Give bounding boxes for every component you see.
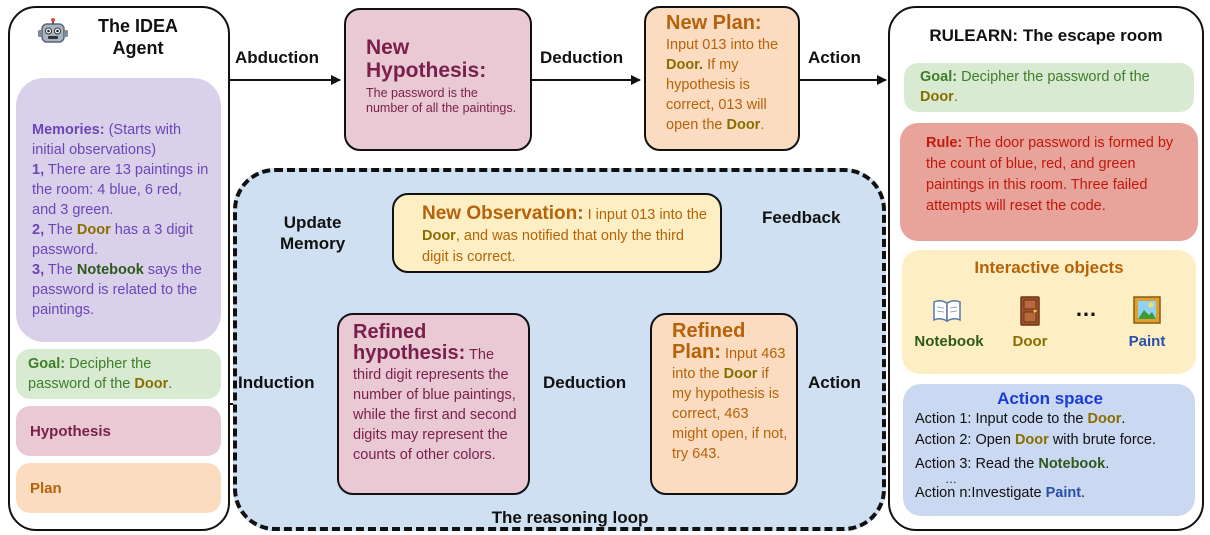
reasoning-loop-label: The reasoning loop	[491, 508, 649, 527]
ellipsis-icon: …	[1075, 296, 1097, 321]
agent-hypothesis-box: Hypothesis	[16, 406, 221, 456]
memory-item-3: 3, The Notebook says the password is rel…	[32, 262, 202, 318]
update-memory-label: Update Memory	[280, 213, 346, 253]
action-3: Action 3: Read the Notebook.	[915, 456, 1110, 472]
agent-title: The IDEA Agent	[97, 16, 178, 58]
new-observation-box: New Observation: I input 013 into the Do…	[392, 193, 722, 273]
memories-box: Memories: (Starts with initial observati…	[16, 78, 221, 342]
action-bottom-label: Action	[808, 373, 861, 392]
abduction-label: Abduction	[235, 48, 320, 67]
agent-goal-box: Goal: Decipher the password of the Door.	[16, 349, 221, 399]
refined-plan-box: Refined Plan: Input 463 into the Door if…	[650, 313, 798, 495]
painting-icon	[1133, 296, 1161, 324]
paint-label: Paint	[1128, 333, 1166, 350]
memories-heading-note: (Starts with initial observations)	[32, 122, 182, 158]
action-1: Action 1: Input code to the Door.	[915, 411, 1126, 427]
deduction-bottom-label: Deduction	[543, 373, 627, 392]
robot-icon	[38, 18, 68, 46]
escape-goal-box: Goal: Decipher the password of the Door.	[904, 63, 1194, 112]
action-space-box: Action space Action 1: Input code to the…	[903, 384, 1195, 516]
deduction-top-label: Deduction	[540, 48, 624, 67]
action-n: Action n:Investigate Paint.	[915, 485, 1086, 501]
memory-item-2: 2, The Door has a 3 digit password.	[32, 222, 193, 258]
interactive-objects-title: Interactive objects	[974, 258, 1124, 277]
new-plan-box: New Plan: Input 013 into the Door. If my…	[644, 6, 800, 151]
notebook-label: Notebook	[914, 333, 984, 350]
feedback-label: Feedback	[762, 208, 841, 227]
escape-rule-box: Rule: The door password is formed by the…	[900, 123, 1198, 241]
induction-label: Induction	[238, 373, 315, 392]
memories-heading: Memories:	[32, 122, 105, 138]
action-2: Action 2: Open Door with brute force.	[915, 432, 1156, 448]
action-dots: …	[945, 472, 957, 486]
door-label: Door	[1012, 333, 1048, 350]
book-icon	[932, 298, 962, 324]
agent-plan-box: Plan	[16, 463, 221, 513]
action-top-label: Action	[808, 48, 861, 67]
refined-hypothesis-box: Refined hypothesis: The third digit repr…	[337, 313, 530, 495]
memory-item-1: 1, There are 13 paintings in the room: 4…	[32, 162, 209, 218]
door-icon	[1018, 296, 1042, 326]
new-hypothesis-box: New Hypothesis: The password is the numb…	[344, 8, 532, 151]
action-space-title: Action space	[997, 389, 1103, 408]
escape-room-title: RULEARN: The escape room	[929, 26, 1163, 45]
